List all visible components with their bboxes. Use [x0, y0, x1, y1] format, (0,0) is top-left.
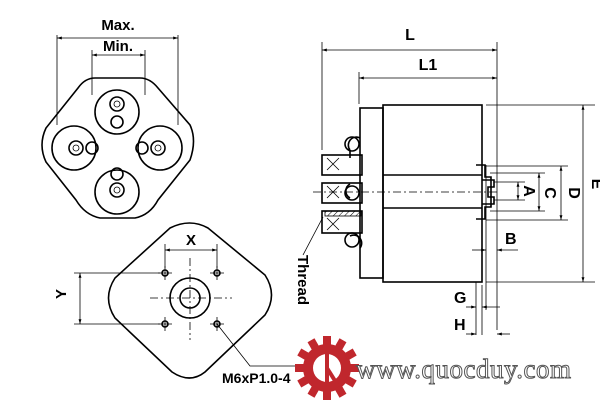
chuck-body-outline — [41, 77, 195, 219]
g-label: G — [454, 290, 466, 307]
h-label: H — [454, 317, 466, 334]
mounting-plate-outline — [107, 222, 273, 379]
quocduy-logo: www.quocduy.com — [295, 336, 571, 400]
a-label: A — [520, 185, 537, 197]
y-label: Y — [53, 289, 70, 299]
jaw-right — [135, 125, 183, 171]
flange — [359, 107, 384, 279]
l1-label: L1 — [419, 57, 438, 74]
website-url: www.quocduy.com — [356, 354, 571, 384]
e-label: E — [588, 179, 600, 190]
c-label: C — [541, 187, 558, 199]
thread-spec-label: M6xP1.0-4 — [222, 370, 291, 386]
side-view: L L1 E D C A B G H Thread — [294, 27, 600, 336]
l-label: L — [405, 27, 415, 44]
d-label: D — [565, 187, 582, 199]
mounting-plate-view: X Y M6xP1.0-4 — [53, 222, 305, 386]
top-view: Max. Min. — [41, 17, 195, 219]
min-label: Min. — [103, 38, 133, 55]
mounting-holes — [158, 266, 224, 331]
jaw-top — [94, 89, 140, 135]
jaw-left — [51, 125, 99, 171]
x-label: X — [186, 232, 196, 249]
b-label: B — [505, 231, 517, 248]
jaw-bottom — [94, 167, 140, 215]
thread-label: Thread — [294, 255, 311, 305]
max-label: Max. — [101, 17, 134, 34]
chuck-body — [382, 104, 483, 283]
